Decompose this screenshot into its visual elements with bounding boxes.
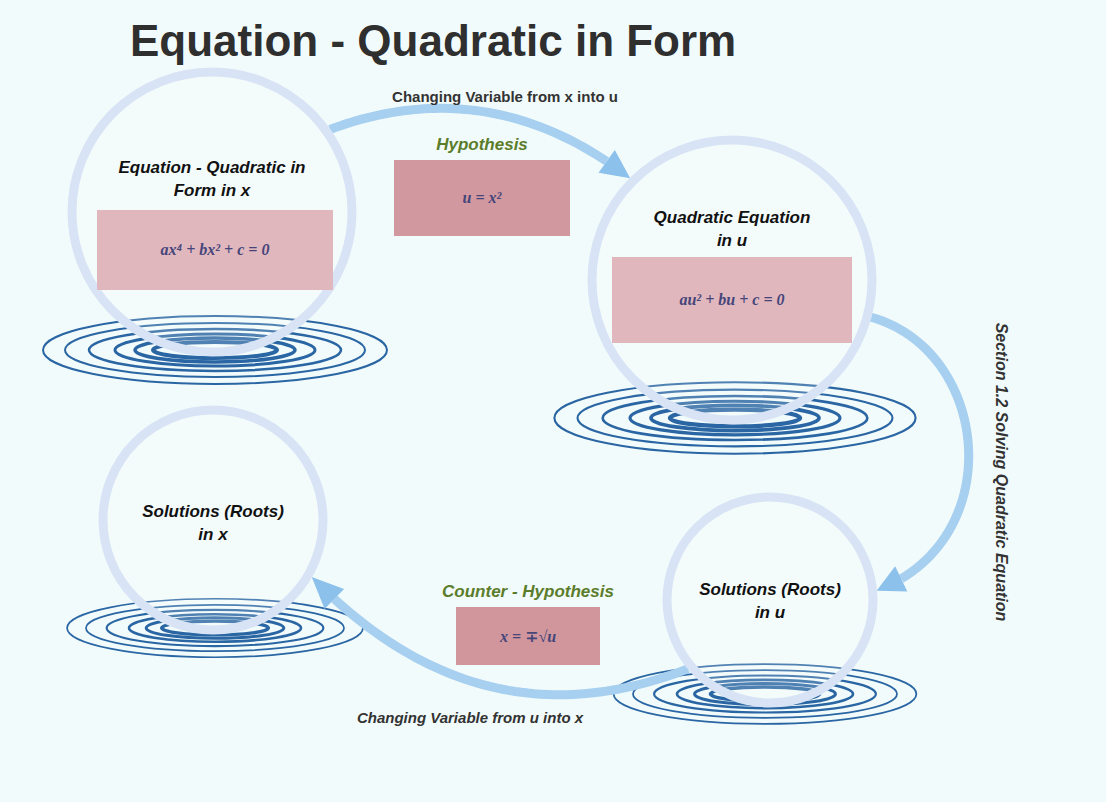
formula-box: Hypothesisu = x² — [394, 160, 570, 236]
arrow-label: Changing Variable from u into x — [357, 709, 583, 727]
hypothesis-heading: Counter - Hypothesis — [376, 582, 680, 602]
stage-title: Quadratic Equation in u — [648, 206, 816, 252]
arrow-shaft — [871, 317, 969, 579]
circle-ring — [103, 410, 323, 630]
flow-arrow — [312, 577, 688, 695]
equation-text: au² + bu + c = 0 — [679, 291, 784, 309]
circle-outline — [662, 492, 878, 708]
arrow-label: Section 1.2 Solving Quadratic Equation — [992, 323, 1010, 622]
equation-text: ax⁴ + bx² + c = 0 — [161, 241, 270, 259]
stage-circle: Solutions (Roots) in x — [98, 405, 328, 635]
formula-box: Counter - Hypothesisx = ∓√u — [456, 607, 600, 665]
equation-text: x = ∓√u — [500, 627, 556, 646]
circle-ring — [72, 72, 352, 352]
stage-circle: Solutions (Roots) in u — [662, 492, 878, 708]
stage-title: Solutions (Roots) in u — [695, 578, 845, 624]
arrow-head — [877, 566, 908, 591]
arrow-head — [599, 150, 631, 178]
flow-arrow — [871, 317, 969, 591]
arrow-shaft — [334, 599, 688, 695]
stage-circle: Quadratic Equation in u au² + bu + c = 0 — [587, 135, 877, 425]
hypothesis-heading: Hypothesis — [314, 135, 650, 155]
stage-title: Equation - Quadratic in Form in x — [112, 156, 312, 202]
formula-box: ax⁴ + bx² + c = 0 — [97, 210, 333, 290]
circle-ring — [592, 140, 872, 420]
stage-circle: Equation - Quadratic in Form in x ax⁴ + b… — [67, 67, 357, 357]
stage-title: Solutions (Roots) in x — [138, 500, 288, 546]
arrow-label: Changing Variable from x into u — [392, 88, 618, 106]
diagram-title: Equation - Quadratic in Form — [130, 16, 736, 66]
formula-box: au² + bu + c = 0 — [612, 257, 852, 343]
circle-ring — [667, 497, 873, 703]
equation-text: u = x² — [463, 189, 502, 207]
arrow-head — [312, 577, 344, 609]
